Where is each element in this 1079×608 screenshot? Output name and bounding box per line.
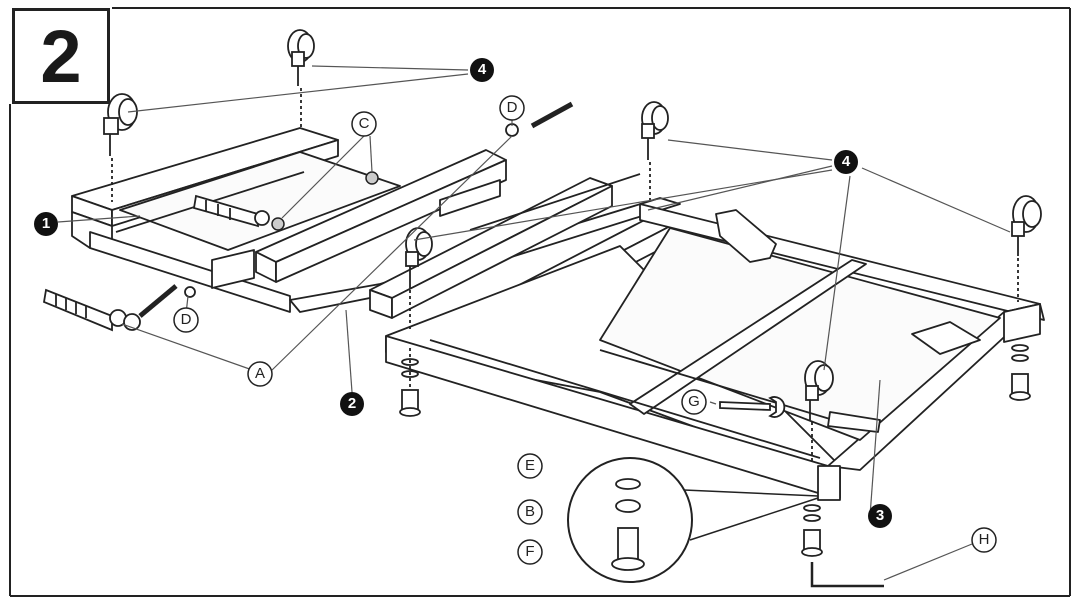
step-number: 2 xyxy=(40,15,82,98)
part-callout: 3 xyxy=(875,507,885,524)
part-callout: 1 xyxy=(41,215,51,232)
hardware-callout: E xyxy=(524,457,535,474)
caster-wheel-icon xyxy=(804,360,834,464)
hardware-callout: F xyxy=(525,543,535,560)
hardware-callout: D xyxy=(506,99,518,116)
hardware-callout: D xyxy=(180,311,192,328)
glide-foot-icon xyxy=(801,504,823,557)
dowel-icon xyxy=(42,288,127,332)
wrench-icon xyxy=(719,396,786,418)
allen-key-icon xyxy=(810,562,884,588)
caster-wheel-icon xyxy=(287,29,315,128)
part-callout-badges xyxy=(34,58,892,528)
frame-part-1 xyxy=(71,127,507,313)
caster-wheel-icon xyxy=(641,101,669,204)
hardware-callout: G xyxy=(688,393,700,410)
bolt-icon xyxy=(123,284,196,331)
glide-foot-icon xyxy=(399,348,421,417)
hardware-callout-circles xyxy=(173,95,997,565)
glide-foot-icon xyxy=(1009,344,1031,401)
frame-part-3 xyxy=(385,203,1045,501)
bolt-icon xyxy=(505,101,574,137)
page-frame xyxy=(9,7,1071,597)
caster-wheel-icon xyxy=(103,93,138,202)
step-number-box: 2 xyxy=(12,8,110,104)
caster-wheel-icon xyxy=(1011,195,1042,302)
hardware-callout: A xyxy=(254,365,265,382)
part-callout: 4 xyxy=(841,153,851,170)
hardware-callout: H xyxy=(978,531,990,548)
detail-zoom-circle xyxy=(567,457,819,583)
hardware-callout: C xyxy=(358,115,370,132)
part-callout: 2 xyxy=(347,395,357,412)
washer-icon xyxy=(271,171,379,231)
leader-lines xyxy=(57,65,1011,581)
part-callout: 4 xyxy=(477,61,487,78)
hardware-callout: B xyxy=(524,503,535,520)
dowel-icon xyxy=(192,194,270,228)
